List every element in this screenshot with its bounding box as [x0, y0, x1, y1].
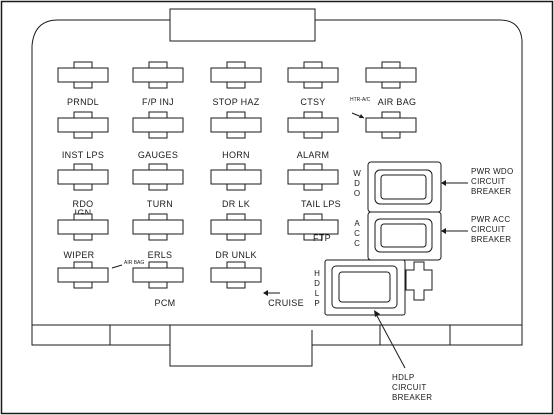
callout-line: BREAKER	[471, 235, 511, 244]
fuse-label: CRUISE	[268, 298, 304, 308]
hdlp-breaker: H D L P	[314, 259, 406, 316]
callout-line: PWR WDO	[471, 167, 514, 176]
fuse-prndl: PRNDL	[57, 61, 109, 107]
fuse-air-bag: AIR BAG	[365, 61, 417, 107]
fuse-ctsy: CTSY	[287, 61, 339, 107]
fuse-turn: TURN	[132, 163, 184, 209]
callout-line: CIRCUIT	[471, 225, 506, 234]
htr-ac-label: HTR-A/C	[350, 97, 371, 103]
fuse-gauges: GAUGES	[132, 111, 184, 160]
top-connector-tab	[169, 8, 316, 42]
callout-line: BREAKER	[471, 187, 511, 196]
fuse-tail-lps: TAIL LPS	[287, 163, 341, 209]
callout-line: PWR ACC	[471, 215, 510, 224]
pwr-acc-arrowhead	[441, 228, 446, 234]
fuse-label: PCM	[155, 298, 176, 308]
fuse-label: FTP	[313, 233, 331, 243]
fuse-label: STOP HAZ	[212, 97, 259, 107]
fuse-label: TAIL LPS	[301, 199, 341, 209]
pwr-wdo-arrowhead	[441, 180, 446, 186]
fuse-label: CTSY	[300, 97, 325, 107]
pwr-acc-callout: PWR ACC CIRCUIT BREAKER	[471, 215, 511, 244]
fuse-dr-lk: DR LK	[210, 163, 262, 209]
hdlp-pointer	[375, 313, 406, 369]
fuse-ftp: FTP	[287, 213, 339, 243]
fuse-label: DR LK	[222, 199, 250, 209]
fuse-label: WIPER	[63, 250, 94, 260]
callout-line: HDLP	[392, 373, 415, 382]
fuse-air-bag-small	[57, 261, 109, 289]
fuse-fp-inj: F/P INJ	[132, 61, 184, 107]
breaker-side-letter: D	[354, 179, 360, 188]
ign-label: IGN	[75, 208, 92, 218]
fuse-cruise: CRUISE	[210, 261, 304, 308]
fuse-erls: ERLS	[132, 213, 184, 260]
breaker-side-letter: C	[354, 239, 360, 248]
air-bag-small-label: AIR BAG	[124, 260, 144, 266]
htr-ac-arrowhead	[359, 114, 364, 118]
fuse-horn: HORN	[210, 111, 262, 160]
fuse-htr-ac	[365, 111, 417, 139]
callout-line: CIRCUIT	[392, 383, 427, 392]
fuse-wiper: WIPER	[57, 213, 109, 260]
fuse-label: ERLS	[148, 250, 173, 260]
bottom-connector-tab	[169, 330, 313, 367]
fuse-pcm: PCM	[132, 261, 184, 308]
breaker-side-letter: O	[354, 189, 360, 198]
fuse-label: ALARM	[297, 150, 330, 160]
fuse-label: PRNDL	[67, 97, 99, 107]
breaker-side-letter: L	[315, 289, 320, 298]
callout-line: BREAKER	[392, 393, 432, 402]
fuse-label: INST LPS	[62, 150, 104, 160]
fuse-panel-outline	[31, 19, 523, 346]
fuse-stop-haz: STOP HAZ	[210, 61, 262, 107]
pwr-wdo-breaker: W D O	[353, 161, 442, 213]
breaker-side-letter: C	[354, 229, 360, 238]
pwr-wdo-callout: PWR WDO CIRCUIT BREAKER	[471, 167, 514, 196]
fuse-label: HORN	[222, 150, 250, 160]
fuse-inst-lps: INST LPS	[57, 111, 109, 160]
breaker-side-letter: A	[354, 219, 360, 228]
fuse-label: DR UNLK	[215, 250, 257, 260]
breaker-side-letter: P	[314, 299, 319, 308]
pwr-acc-breaker: A C C	[354, 211, 442, 261]
cruise-arrowhead	[263, 290, 268, 296]
fuse-label: TURN	[147, 199, 173, 209]
breaker-side-letter: W	[353, 169, 361, 178]
fuse-alarm: ALARM	[287, 111, 339, 160]
hdlp-side-clip	[405, 261, 433, 301]
breaker-side-letter: D	[314, 279, 320, 288]
fuse-label: RDO	[73, 199, 94, 209]
fuse-label: AIR BAG	[378, 97, 417, 107]
fuse-label: F/P INJ	[142, 97, 174, 107]
fuse-label: GAUGES	[138, 150, 178, 160]
fuse-rdo-ign: RDO IGN	[57, 163, 109, 218]
fuse-dr-unlk: DR UNLK	[210, 213, 262, 260]
callout-line: CIRCUIT	[471, 177, 506, 186]
hdlp-callout: HDLP CIRCUIT BREAKER	[392, 373, 432, 402]
hdlp-arrowhead	[374, 310, 380, 317]
breaker-side-letter: H	[314, 269, 320, 278]
air-bag-small-pointer	[111, 264, 123, 269]
